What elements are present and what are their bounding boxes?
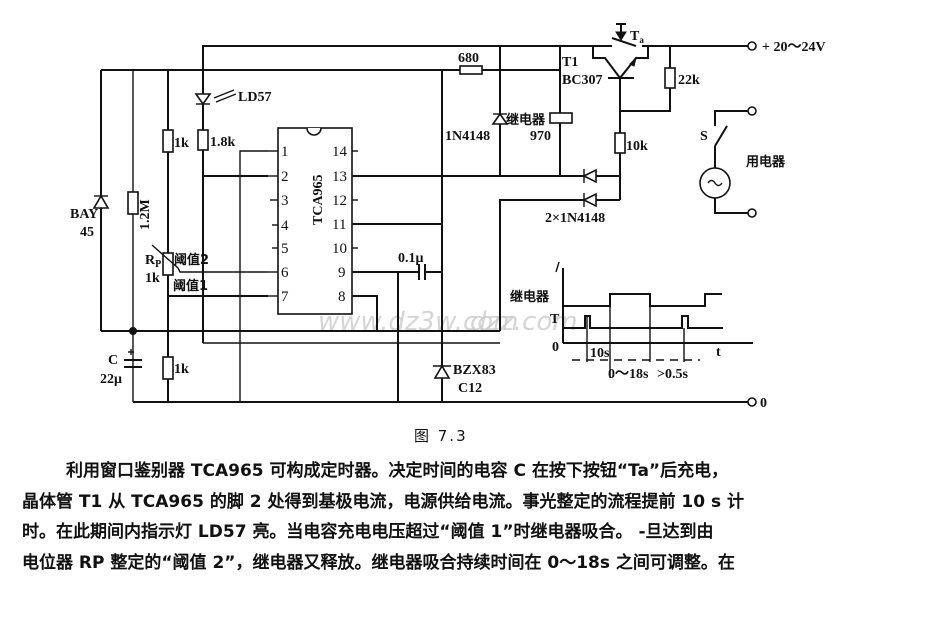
resistor-1k-top-label: 1k bbox=[174, 136, 189, 151]
relay-label: 继电器 bbox=[506, 112, 546, 128]
capacitor-c-label: C bbox=[108, 353, 118, 368]
capacitor-c-value: 22μ bbox=[100, 372, 122, 387]
potentiometer-value: 1k bbox=[145, 271, 160, 286]
ic-name: TCA965 bbox=[311, 174, 326, 225]
relay-coil bbox=[549, 112, 573, 124]
body-line-4: 电位器 RP 整定的“阈值 2”，继电器又释放。继电器吸合持续时间在 0～18s… bbox=[22, 552, 735, 573]
led-ld57-icon bbox=[194, 89, 237, 106]
zener-sub-label: C12 bbox=[458, 381, 482, 396]
diodes-pair-label: 2×1N4148 bbox=[545, 211, 605, 226]
zener-bzx83 bbox=[433, 364, 451, 379]
timing-range-label: 0～18s bbox=[608, 367, 649, 382]
transistor-label: T1 bbox=[562, 55, 578, 70]
ic-pin-3: 3 bbox=[281, 193, 289, 209]
ic-pin-5: 5 bbox=[281, 241, 289, 257]
resistor-680-label: 680 bbox=[458, 51, 479, 66]
transistor-type: BC307 bbox=[562, 73, 602, 88]
ic-pin-4: 4 bbox=[281, 218, 289, 234]
potentiometer-name: RP bbox=[145, 253, 161, 270]
timing-10s-label: 10s bbox=[590, 346, 610, 361]
timing-zero-label: 0 bbox=[552, 340, 559, 355]
timing-relay-label: 继电器 bbox=[510, 289, 550, 305]
capacitor-c bbox=[124, 349, 142, 368]
ic-pin-6: 6 bbox=[281, 265, 289, 281]
body-paragraph: 利用窗口鉴别器 TCA965 可构成定时器。决定时间的电容 C 在按下按钮“Ta… bbox=[22, 456, 922, 578]
ic-pin-12: 12 bbox=[332, 193, 347, 209]
resistor-1k-bottom-label: 1k bbox=[174, 362, 189, 377]
diodes-2x1n4148 bbox=[499, 168, 621, 331]
resistor-1-2M bbox=[127, 191, 139, 215]
diode-flyback bbox=[491, 112, 509, 125]
circuit-schematic: www.dz3w.com dzz.com + 20～24V 0 BAY 45 1… bbox=[70, 23, 826, 411]
resistor-680 bbox=[459, 65, 483, 75]
ic-pin-14: 14 bbox=[332, 144, 348, 160]
threshold-1-label: 阈值1 bbox=[173, 278, 208, 294]
ic-pin-2: 2 bbox=[281, 169, 289, 185]
load-label: 用电器 bbox=[745, 154, 786, 170]
junction-dot bbox=[129, 327, 137, 335]
resistor-10k-label: 10k bbox=[626, 139, 648, 154]
figure-caption: 图 7.3 bbox=[414, 427, 468, 445]
diode-bay-label: BAY bbox=[70, 207, 98, 222]
resistor-22k-label: 22k bbox=[678, 73, 700, 88]
resistor-22k bbox=[664, 67, 676, 89]
timing-min-label: >0.5s bbox=[657, 367, 688, 382]
switch-label: S bbox=[700, 129, 708, 144]
relay-value: 970 bbox=[530, 129, 551, 144]
push-button-ta[interactable] bbox=[608, 23, 637, 47]
capacitor-0-1u bbox=[418, 264, 442, 280]
supply-label: + 20～24V bbox=[762, 40, 826, 55]
resistor-1-8k bbox=[197, 129, 209, 151]
resistor-1-2M-label: 1.2M bbox=[138, 199, 153, 230]
zener-label: BZX83 bbox=[453, 363, 496, 378]
timing-T-label: T bbox=[550, 312, 560, 327]
transistor-t1 bbox=[592, 46, 649, 176]
ic-tca965 bbox=[277, 127, 353, 315]
diode-bay-number: 45 bbox=[80, 225, 94, 240]
ic-pin-8: 8 bbox=[338, 289, 346, 305]
ic-pin-13: 13 bbox=[332, 169, 347, 185]
threshold-2-label: 阈值2 bbox=[174, 252, 209, 268]
watermark-2: dzz.com bbox=[470, 307, 578, 337]
diode-bay45 bbox=[92, 194, 110, 209]
load-circuit bbox=[699, 106, 757, 218]
button-label: Ta bbox=[630, 29, 644, 45]
ic-pins-left bbox=[268, 150, 278, 297]
resistor-10k bbox=[614, 132, 626, 154]
ic-pin-10: 10 bbox=[332, 241, 347, 257]
resistor-1k-bottom bbox=[162, 356, 174, 380]
timing-diagram bbox=[555, 261, 753, 378]
body-line-3: 时。在此期间内指示灯 LD57 亮。当电容充电电压超过“阈值 1”时继电器吸合。… bbox=[22, 522, 714, 542]
diode-1n4148-label: 1N4148 bbox=[445, 129, 490, 144]
potentiometer-rp bbox=[151, 244, 268, 276]
timing-t-label: t bbox=[716, 345, 721, 360]
resistor-1k-top bbox=[162, 129, 174, 153]
ground-label: 0 bbox=[760, 396, 767, 411]
ic-pin-11: 11 bbox=[332, 217, 346, 233]
ground-rail bbox=[133, 397, 757, 407]
ic-pins-right bbox=[352, 150, 600, 331]
body-line-2: 晶体管 T1 从 TCA965 的脚 2 处得到基极电流，电源供给电流。事光整定… bbox=[22, 491, 745, 512]
capacitor-0-1u-label: 0.1μ bbox=[398, 251, 424, 266]
ic-pin-9: 9 bbox=[338, 265, 346, 281]
led-label: LD57 bbox=[238, 90, 271, 105]
resistor-1-8k-label: 1.8k bbox=[210, 135, 236, 150]
ic-pin-7: 7 bbox=[281, 289, 289, 305]
body-line-1: 利用窗口鉴别器 TCA965 可构成定时器。决定时间的电容 C 在按下按钮“Ta… bbox=[66, 461, 729, 481]
ic-pin-1: 1 bbox=[281, 144, 289, 160]
